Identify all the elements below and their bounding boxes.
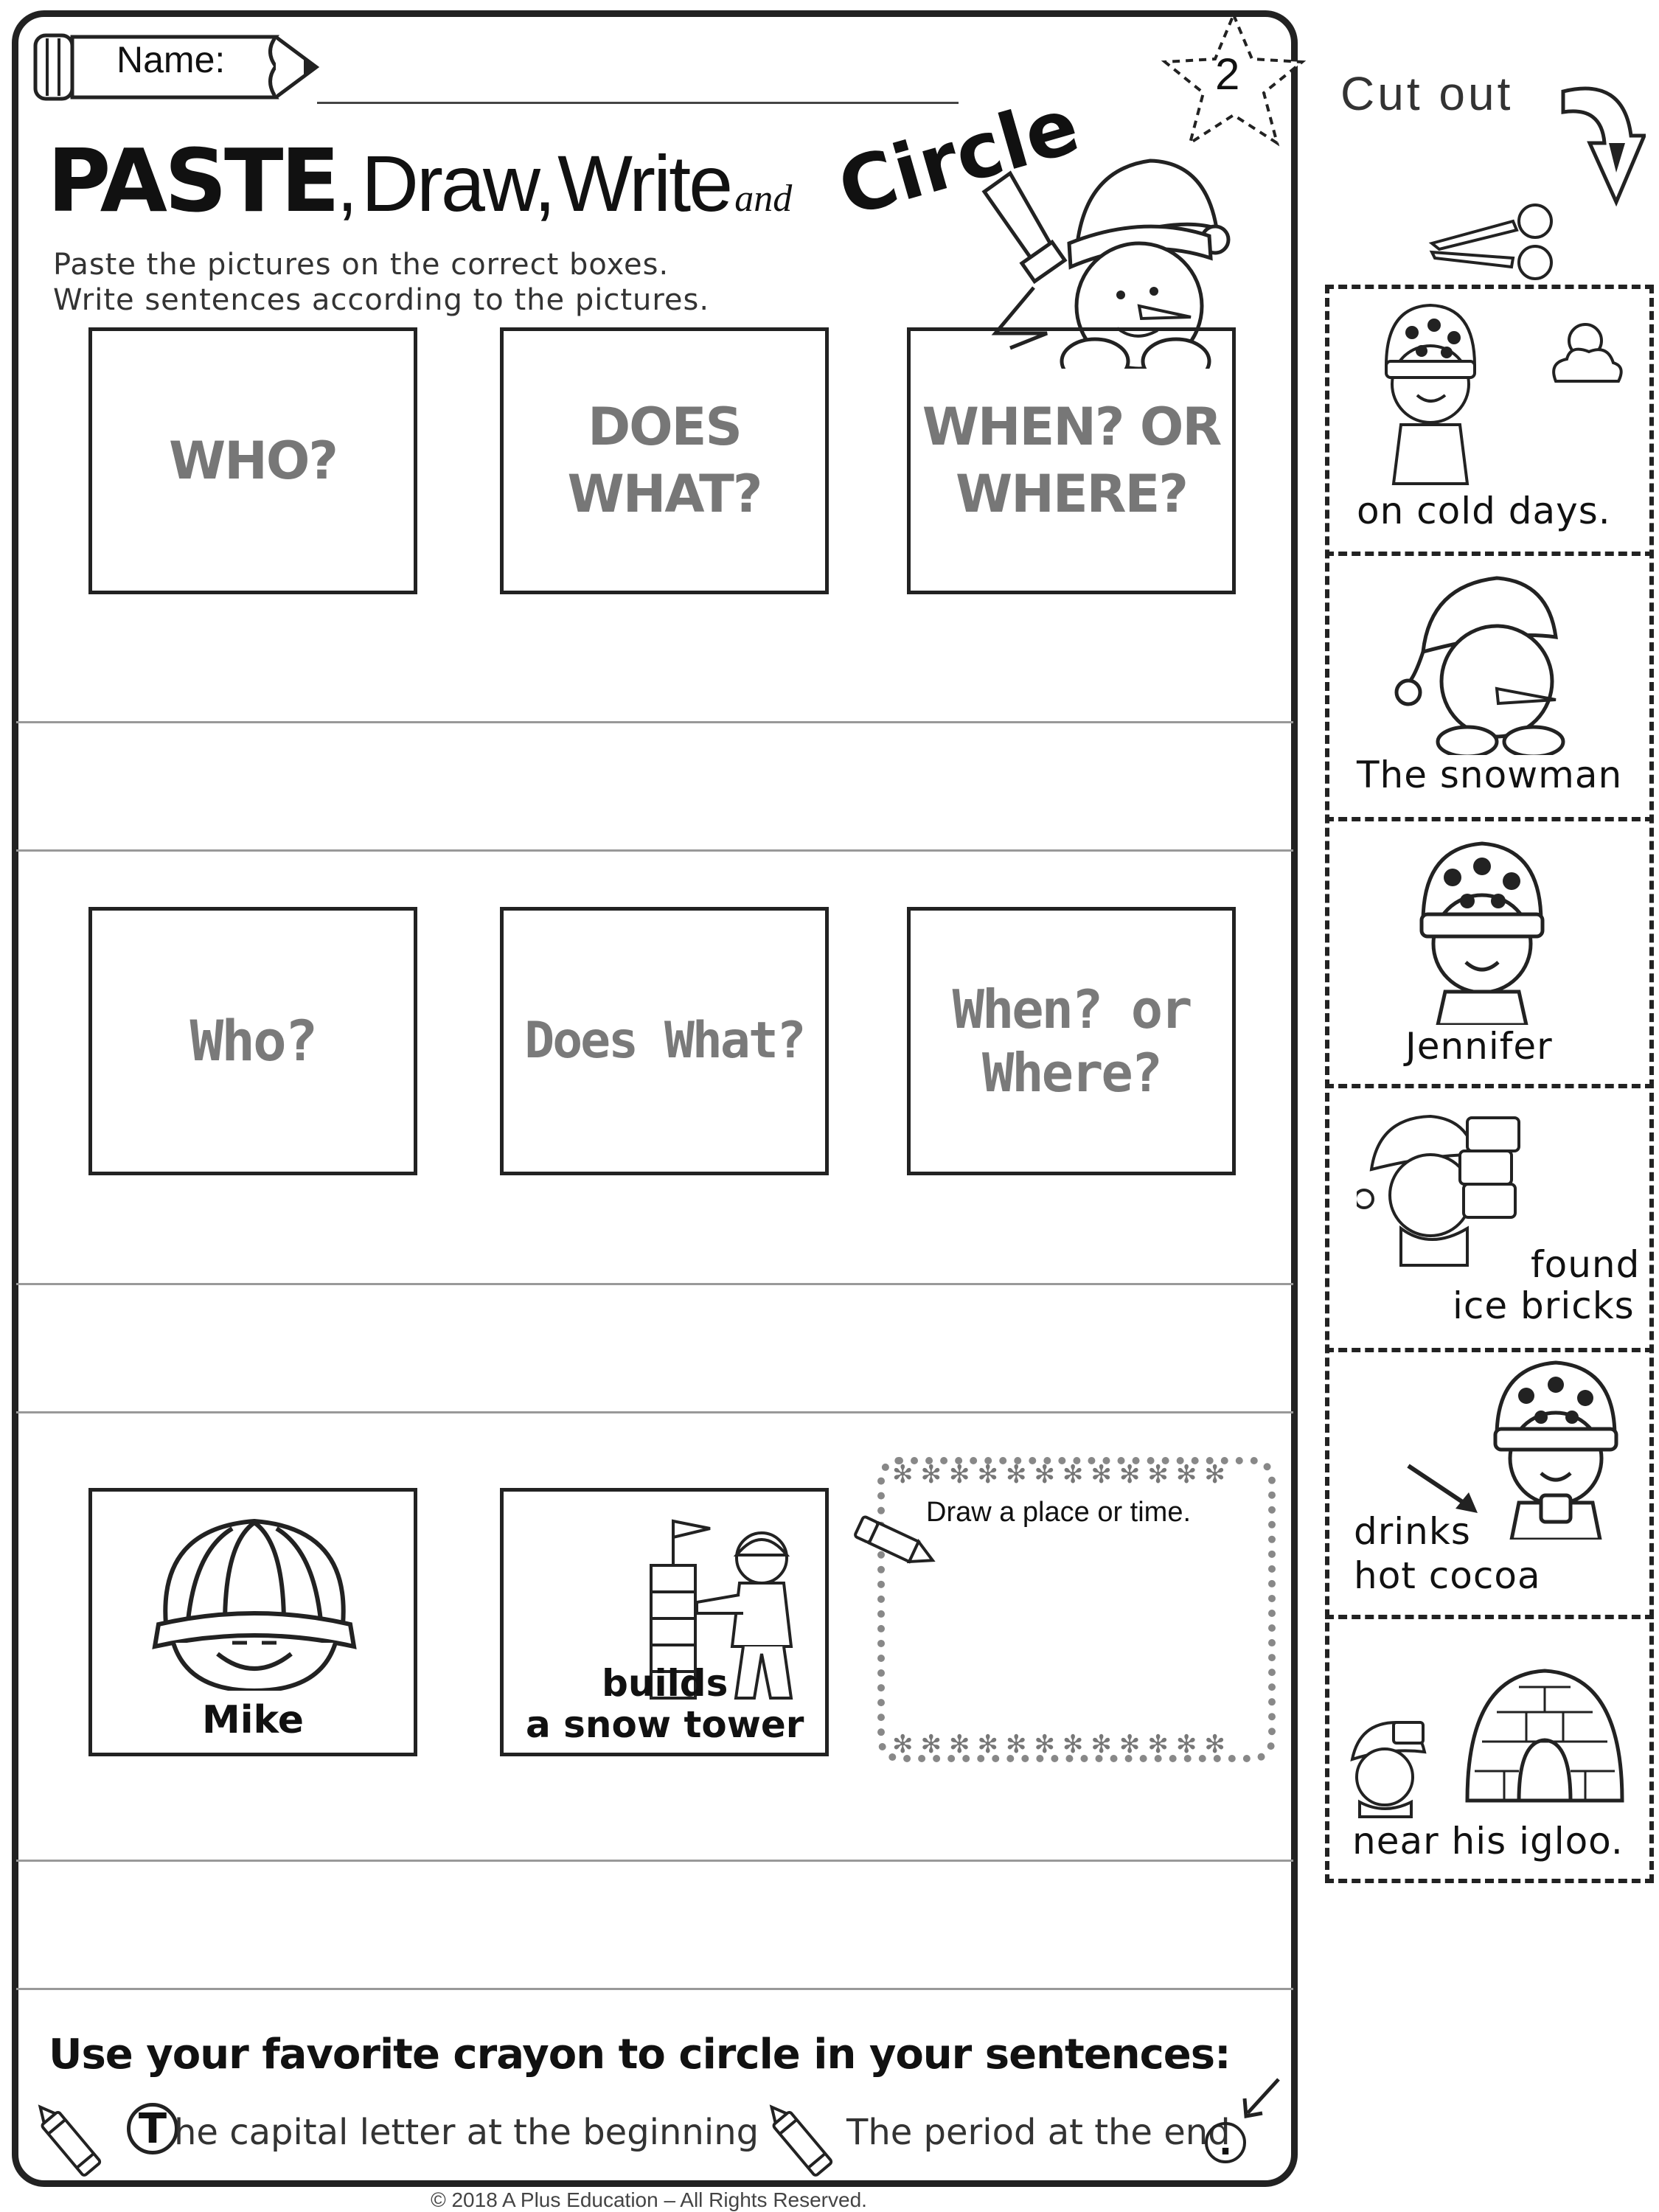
curved-arrow-icon xyxy=(1561,86,1646,207)
who-box-row2[interactable]: Who? xyxy=(88,907,417,1175)
boy-mike-icon xyxy=(152,1518,357,1691)
snowflake-border-bottom-icon: ✻✻✻✻✻✻✻✻✻✻✻✻ xyxy=(892,1730,1233,1759)
does-what-label: Does What? xyxy=(524,1012,806,1071)
snowflake-frame[interactable] xyxy=(877,1457,1276,1762)
tip-capital-letter: he capital letter at the beginning xyxy=(174,2112,759,2153)
girl-cocoa-icon xyxy=(1493,1360,1618,1540)
writing-line[interactable] xyxy=(16,1283,1293,1285)
scissors-icon xyxy=(1428,204,1553,280)
title-paste: PASTE xyxy=(47,130,340,232)
snowman-ice-bricks-icon xyxy=(1357,1114,1520,1267)
cutout-card-label: near his igloo. xyxy=(1352,1820,1624,1863)
writing-line[interactable] xyxy=(16,1860,1293,1862)
snowman-glue-icon xyxy=(981,159,1231,369)
snowflake-border-top-icon: ✻✻✻✻✻✻✻✻✻✻✻✻ xyxy=(892,1460,1233,1489)
when-label: WHEN? OR xyxy=(922,397,1222,457)
tip-period: The period at the end xyxy=(846,2112,1231,2153)
writing-line[interactable] xyxy=(16,1988,1293,1990)
when-label: When? or xyxy=(952,978,1193,1040)
cut-line xyxy=(1325,1615,1654,1619)
cutout-card-line-2: ice bricks xyxy=(1453,1284,1635,1327)
crayon-icon xyxy=(38,2104,102,2177)
cut-line xyxy=(1325,1084,1654,1088)
capital-letter-circle: T xyxy=(127,2103,178,2154)
writing-line[interactable] xyxy=(16,849,1293,852)
page-title: PASTE, Draw, Write and xyxy=(47,130,792,232)
girl-jennifer-icon xyxy=(1419,841,1545,1025)
where-label: WHERE? xyxy=(956,464,1189,524)
does-what-label: DOES WHAT? xyxy=(567,397,763,524)
cutout-card-the-snowman[interactable]: The snowman xyxy=(1327,556,1652,817)
pencil-icon xyxy=(854,1515,936,1564)
writing-line[interactable] xyxy=(16,721,1293,723)
cutout-card-line-1: drinks xyxy=(1354,1510,1471,1553)
cutout-card-line-2: hot cocoa xyxy=(1354,1554,1541,1597)
footer-heading: Use your favorite crayon to circle in yo… xyxy=(49,2031,1231,2079)
crayon-icon xyxy=(769,2104,833,2177)
who-label: WHO? xyxy=(169,430,338,491)
cut-line xyxy=(1325,1348,1654,1352)
cut-line xyxy=(1325,817,1654,821)
when-where-box-row1[interactable]: WHEN? OR WHERE? xyxy=(907,327,1236,594)
star-icon xyxy=(1161,10,1307,147)
where-label: Where? xyxy=(981,1042,1163,1104)
cut-line xyxy=(1325,552,1654,556)
instruction-line-1: Paste the pictures on the correct boxes. xyxy=(53,248,669,282)
when-where-box-row2[interactable]: When? or Where? xyxy=(907,907,1236,1175)
cloud-sun-icon xyxy=(1552,323,1623,383)
cutout-card-drinks-hot-cocoa[interactable]: drinks hot cocoa xyxy=(1327,1352,1652,1615)
cutout-card-jennifer[interactable]: Jennifer xyxy=(1327,821,1652,1084)
cutout-card-label: The snowman xyxy=(1357,754,1623,796)
who-label: Who? xyxy=(189,1008,318,1074)
draw-prompt: Draw a place or time. xyxy=(926,1497,1192,1528)
does-what-box-row1[interactable]: DOES WHAT? xyxy=(500,327,829,594)
title-draw: Draw, xyxy=(361,139,556,228)
page-number: 2 xyxy=(1215,49,1240,99)
title-comma: , xyxy=(337,145,358,227)
does-what-line-1: builds xyxy=(602,1662,728,1705)
title-and: and xyxy=(734,178,793,220)
does-what-line-2: a snow tower xyxy=(526,1703,804,1746)
cutout-card-label: Jennifer xyxy=(1405,1025,1553,1068)
cut-out-title: Cut out xyxy=(1340,67,1514,120)
period-circle: . xyxy=(1205,2122,1246,2163)
igloo-icon xyxy=(1465,1669,1624,1803)
pencil-name-tag-icon xyxy=(33,33,320,101)
cutout-card-on-cold-days[interactable]: on cold days. xyxy=(1327,289,1652,552)
does-what-box-row2[interactable]: Does What? xyxy=(500,907,829,1175)
name-input-line[interactable] xyxy=(317,102,959,104)
cutout-card-line-1: found xyxy=(1531,1243,1641,1286)
who-mike-label: Mike xyxy=(201,1698,305,1742)
cutout-card-near-his-igloo[interactable]: near his igloo. xyxy=(1327,1619,1652,1879)
boy-building-tower-icon xyxy=(650,1519,793,1700)
arrow-icon xyxy=(1407,1464,1478,1513)
cutout-card-found-ice-bricks[interactable]: found ice bricks xyxy=(1327,1088,1652,1348)
girl-jennifer-icon xyxy=(1384,303,1477,485)
snowman-icon xyxy=(1394,576,1565,755)
small-snowman-icon xyxy=(1350,1720,1427,1818)
who-box-row3[interactable]: Mike xyxy=(88,1488,417,1756)
name-label: Name: xyxy=(116,39,226,80)
does-what-box-row3[interactable]: builds a snow tower xyxy=(500,1488,829,1756)
copyright: © 2018 A Plus Education – All Rights Res… xyxy=(431,2188,867,2211)
who-box-row1[interactable]: WHO? xyxy=(88,327,417,594)
writing-line[interactable] xyxy=(16,1411,1293,1413)
worksheet-frame xyxy=(12,10,1298,2187)
cutout-card-label: on cold days. xyxy=(1357,490,1611,532)
title-write: Write xyxy=(557,139,733,228)
instruction-line-2: Write sentences according to the picture… xyxy=(53,283,710,317)
arrow-down-left-icon xyxy=(1242,2078,1280,2118)
